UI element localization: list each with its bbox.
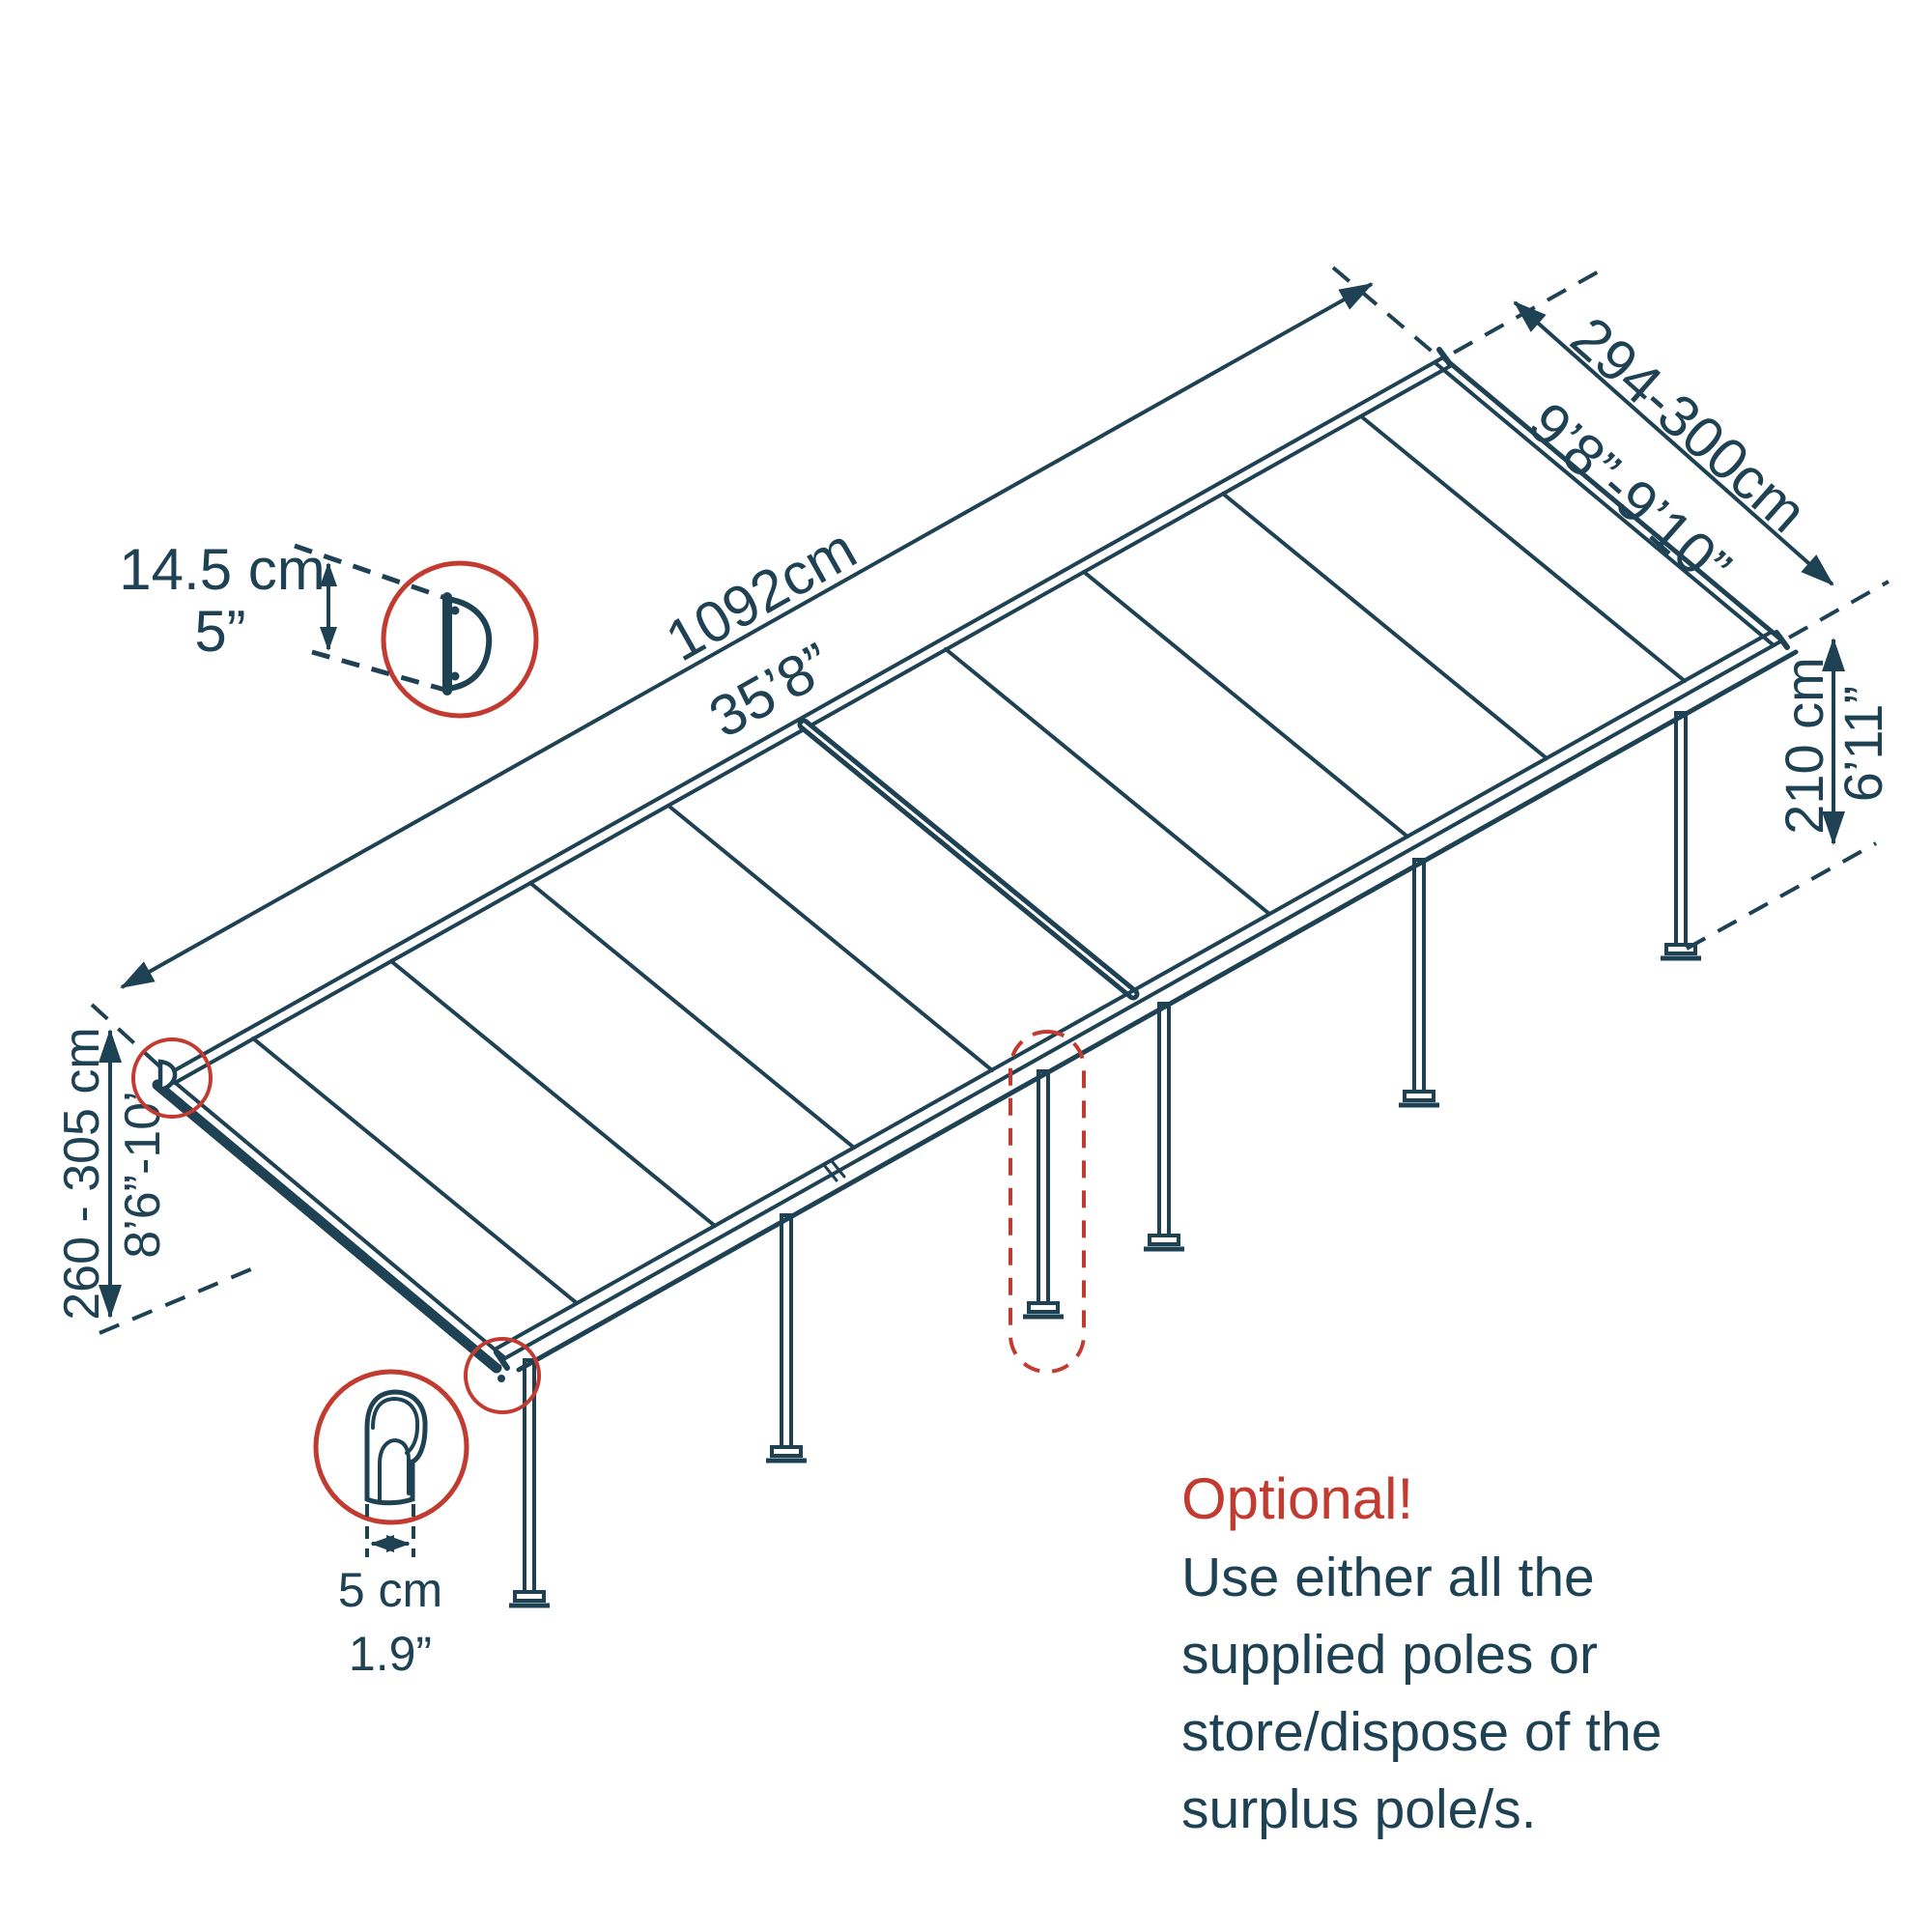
dimension-height-back: 260 - 305 cm 8’6”-10’: [54, 1027, 254, 1335]
pole-profile-detail: 5 cm 1.9”: [313, 1337, 541, 1681]
gutter-profile-shape: [442, 592, 493, 696]
gutter-profile-metric: 14.5 cm: [119, 537, 325, 602]
support-pole: [766, 1213, 807, 1463]
dimension-length: 1092cm 35’8”: [90, 266, 1443, 1074]
pole-profile-detail-circle: [313, 1369, 469, 1525]
optional-note-title: Optional!: [1181, 1466, 1413, 1531]
optional-note: Optional! Use either all the supplied po…: [1009, 1030, 1662, 1840]
wall-beam: [164, 355, 1454, 1085]
optional-pole-highlight: [1009, 1030, 1086, 1374]
pole-profile-imperial: 1.9”: [349, 1627, 432, 1681]
dimension-depth-line: [1513, 300, 1834, 586]
gutter-corner-highlight-circle: [464, 1337, 541, 1414]
dimension-height-front-imperial: 6’11”: [1833, 686, 1893, 802]
gutter-profile-imperial: 5”: [194, 599, 245, 664]
optional-note-line: Use either all the: [1181, 1547, 1595, 1608]
dimension-length-line: [120, 282, 1374, 989]
gutter-profile-detail-circle: [381, 560, 539, 719]
optional-note-line: surplus pole/s.: [1181, 1778, 1537, 1840]
support-pole: [1661, 711, 1701, 961]
support-pole-optional: [1023, 1069, 1064, 1320]
dimension-height-back-metric: 260 - 305 cm: [54, 1027, 110, 1321]
support-pole: [1144, 1002, 1184, 1252]
dimension-length-metric: 1092cm: [655, 516, 867, 673]
corner-profile-mini: [157, 1059, 178, 1093]
dimension-depth: 294-300cm 9’8”-9’10”: [1453, 270, 1834, 601]
dimension-height-front-metric: 210 cm: [1774, 657, 1834, 835]
gutter-beam: [493, 630, 1799, 1382]
dimension-height-front: 210 cm 6’11”: [1686, 580, 1893, 951]
gutter-profile-detail: 14.5 cm 5”: [119, 537, 539, 1119]
pole-profile-metric: 5 cm: [338, 1563, 442, 1617]
corner-highlight-circle: [131, 1037, 213, 1119]
support-pole: [1399, 858, 1439, 1108]
left-edge-beam: [152, 1073, 507, 1374]
joint-rafter: [797, 718, 1140, 1001]
pole-profile-shape: [364, 1389, 428, 1506]
support-pole: [509, 1358, 550, 1608]
dimension-height-back-imperial: 8’6”-10’: [115, 1091, 171, 1258]
optional-note-line: supplied poles or: [1181, 1624, 1598, 1686]
optional-note-line: store/dispose of the: [1181, 1701, 1662, 1763]
support-poles: [509, 711, 1701, 1608]
